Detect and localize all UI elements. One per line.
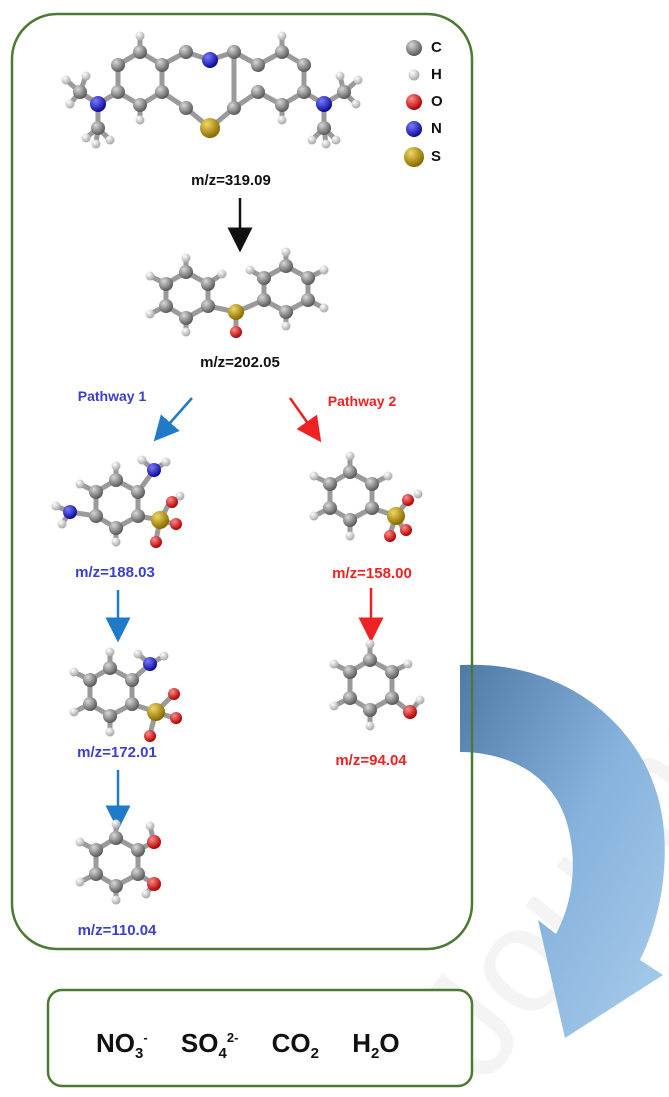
label-p2-a-mz: m/z=158.00 [332, 565, 412, 582]
legend-atoms [404, 40, 424, 167]
final-products: NO3- SO42- CO2 H2O [96, 1028, 426, 1062]
label-p2-b-mz: m/z=94.04 [335, 752, 407, 769]
product-sulfate: SO42- [180, 1028, 239, 1062]
molecule-p1-a-atoms [51, 455, 185, 548]
molecule-p2-b-atoms [329, 639, 425, 731]
pathway-frame [10, 12, 474, 951]
molecule-p1-b-atoms [69, 647, 182, 742]
legend-label-s: S [431, 148, 442, 165]
big-curved-arrow [460, 664, 665, 1038]
label-intermediate-mz: m/z=202.05 [200, 354, 280, 371]
molecule-intermediate [147, 249, 327, 335]
product-nitrate: NO3- [96, 1028, 148, 1062]
arrow-pathway1-step1 [153, 397, 193, 442]
arrow-pathway2-step1 [288, 397, 322, 443]
legend-label-c: C [431, 39, 442, 56]
molecule-p2-a-atoms [309, 451, 423, 542]
molecule-parent-atoms [61, 31, 363, 149]
product-co2: CO2 [271, 1028, 319, 1062]
molecule-p1-b [71, 649, 177, 737]
molecule-p1-c-atoms [75, 819, 161, 905]
legend-label-n: N [431, 120, 442, 137]
label-p1-a-mz: m/z=188.03 [75, 564, 155, 581]
label-parent-mz: m/z=319.09 [191, 172, 271, 189]
hydrogen-atom-icon [408, 69, 420, 81]
oxygen-atom-icon [406, 94, 422, 110]
sulfur-atom-icon [404, 147, 424, 167]
carbon-atom-icon [406, 40, 422, 56]
legend-label-o: O [431, 93, 443, 110]
label-p1-b-mz: m/z=172.01 [77, 744, 157, 761]
label-pathway-2: Pathway 2 [327, 393, 397, 409]
label-pathway-1: Pathway 1 [77, 388, 147, 404]
molecule-intermediate-atoms [145, 247, 329, 338]
product-water: H2O [352, 1028, 400, 1062]
label-p1-c-mz: m/z=110.04 [77, 922, 157, 939]
nitrogen-atom-icon [406, 121, 422, 137]
products-box [46, 988, 474, 1088]
legend-label-h: H [431, 66, 442, 83]
